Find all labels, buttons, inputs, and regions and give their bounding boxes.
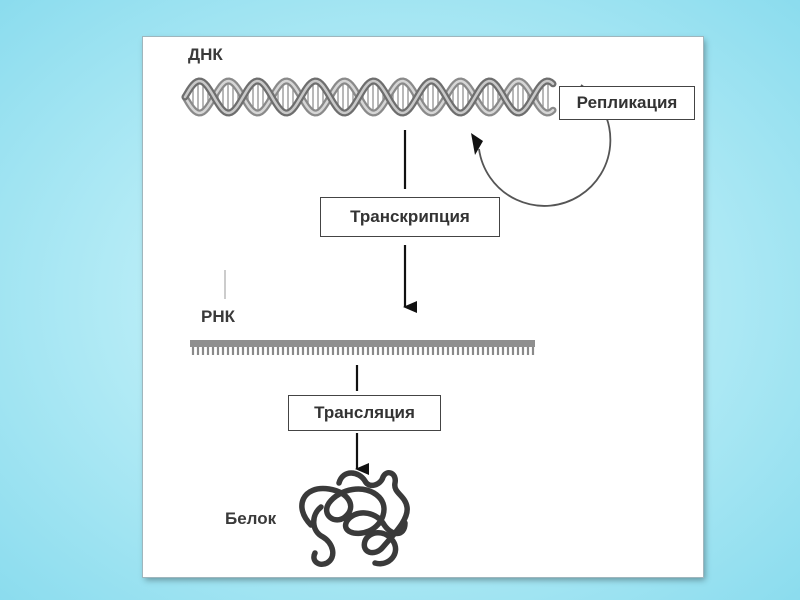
rna-strand — [190, 340, 535, 355]
protein-label: Белок — [225, 509, 277, 528]
central-dogma-diagram — [181, 77, 612, 567]
translation-box: Трансляция — [288, 395, 441, 431]
protein-shape — [299, 470, 410, 567]
replication-box: Репликация — [559, 86, 695, 120]
transcription-box: Транскрипция — [320, 197, 500, 237]
dna-helix — [181, 77, 557, 117]
dna-label: ДНК — [188, 45, 223, 64]
diagram-panel: ДНК Репликация Транскрипция РНК Трансляц… — [143, 37, 703, 577]
replication-arrowhead — [471, 133, 483, 155]
rna-label: РНК — [201, 307, 235, 326]
